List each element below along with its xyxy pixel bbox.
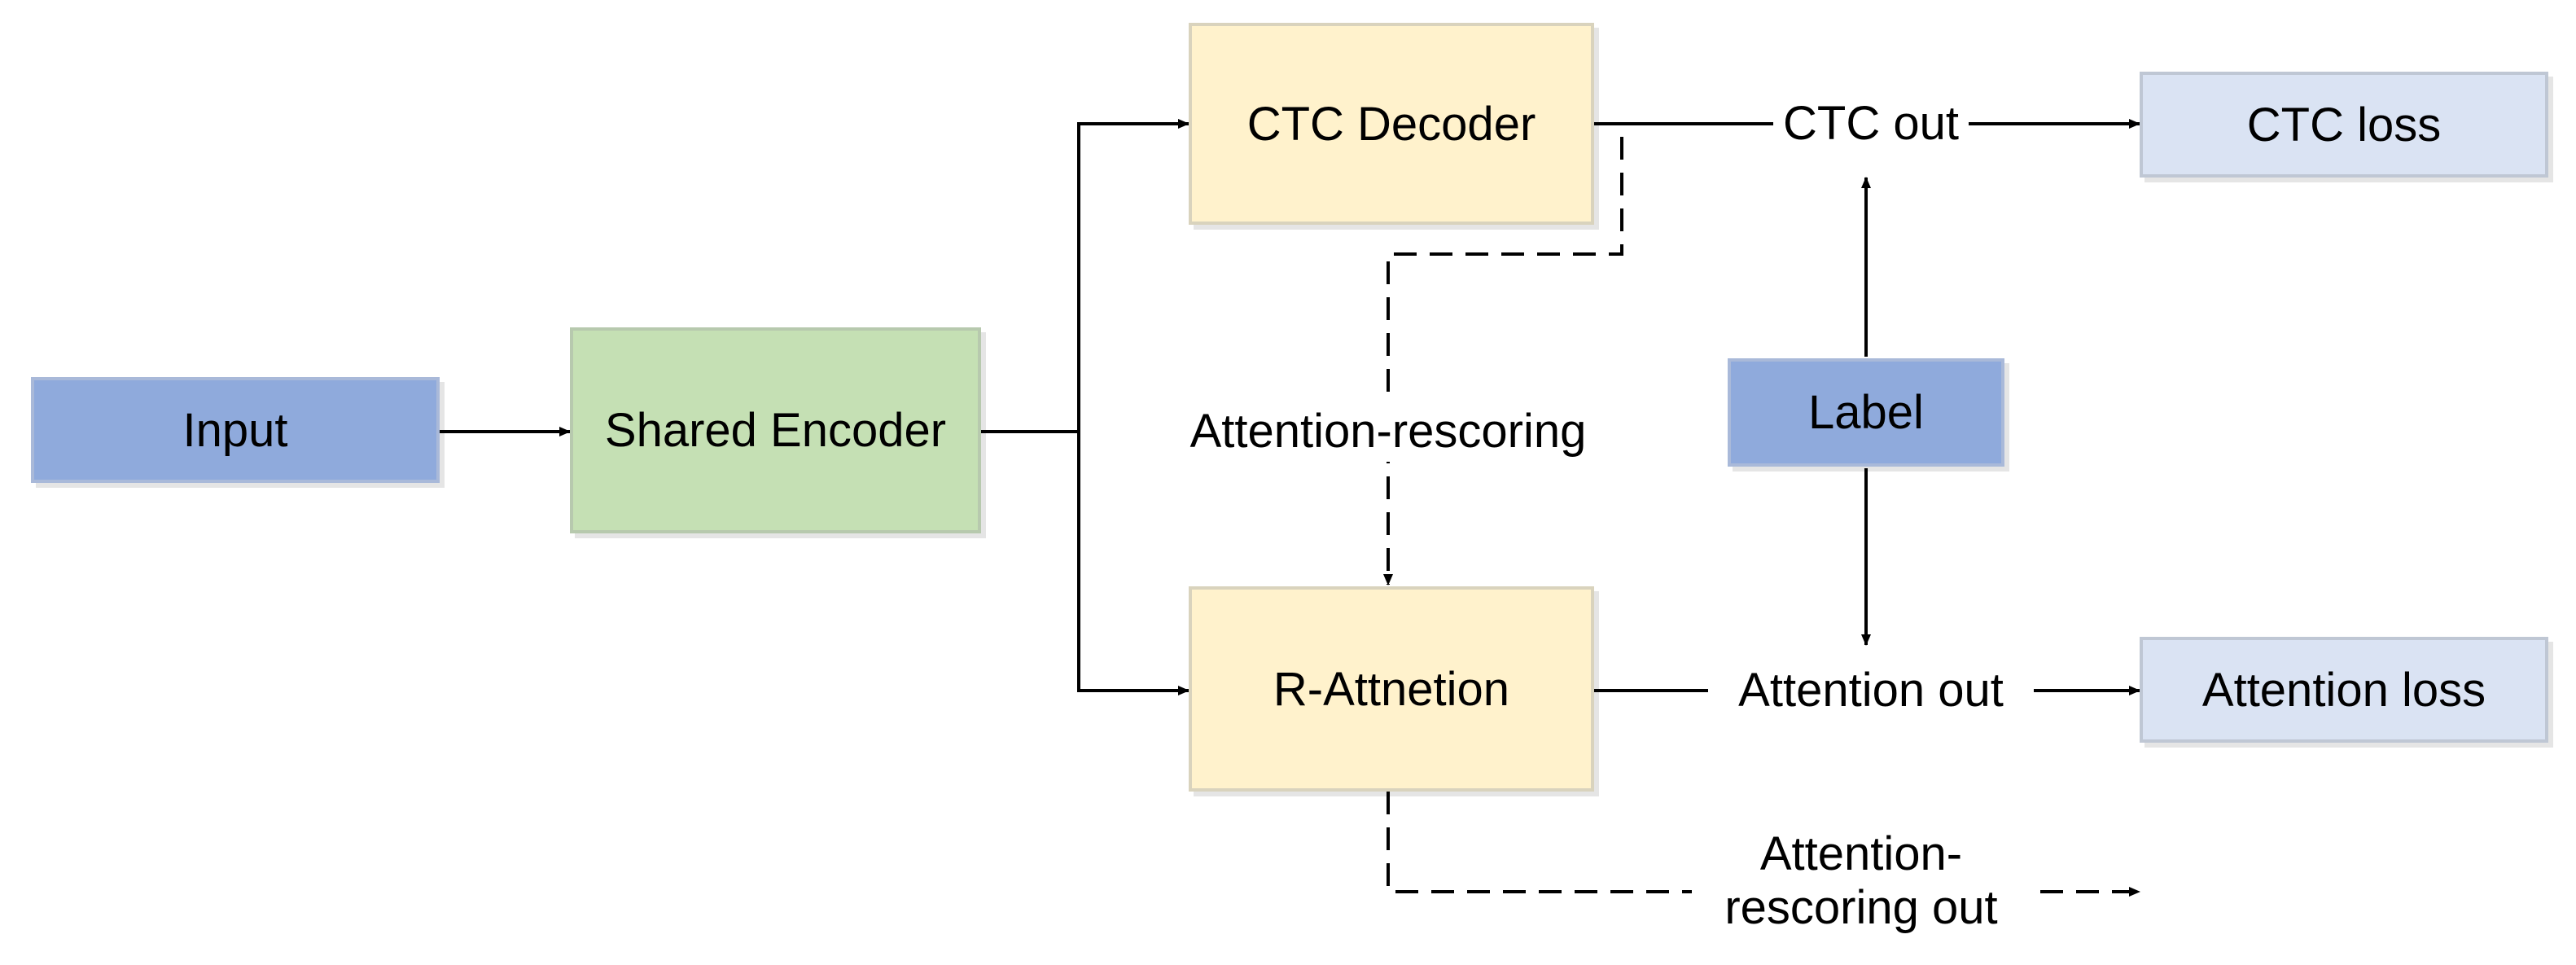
ctc-loss-node-label: CTC loss [2246,98,2442,151]
r-attention-node: R-Attnetion [1189,586,1594,792]
attention-rescoring-out-line2: rescoring out [1724,881,1998,934]
attention-out-label: Attention out [1708,664,2034,717]
attention-loss-node-label: Attention loss [2201,663,2486,717]
r-attention-node-label: R-Attnetion [1273,662,1510,716]
input-node-label: Input [182,403,288,457]
ctc-out-label: CTC out [1773,97,1969,151]
attention-rescoring-out-line1: Attention- [1759,827,1963,880]
label-node-label: Label [1808,386,1924,439]
shared-encoder-node: Shared Encoder [570,327,981,533]
edge-branch-to-r-attention [1077,432,1189,695]
attention-loss-node: Attention loss [2140,637,2548,743]
ctc-decoder-node: CTC Decoder [1189,23,1594,225]
ctc-loss-node: CTC loss [2140,72,2548,178]
shared-encoder-node-label: Shared Encoder [604,404,947,457]
attention-rescoring-out-label: Attention- rescoring out [1692,827,2031,935]
ctc-decoder-node-label: CTC Decoder [1246,97,1536,151]
edge-branch-to-ctc-decoder [1077,119,1189,432]
attention-rescoring-label: Attention-rescoring [1156,401,1620,462]
input-node: Input [31,377,440,483]
label-node: Label [1728,358,2004,467]
